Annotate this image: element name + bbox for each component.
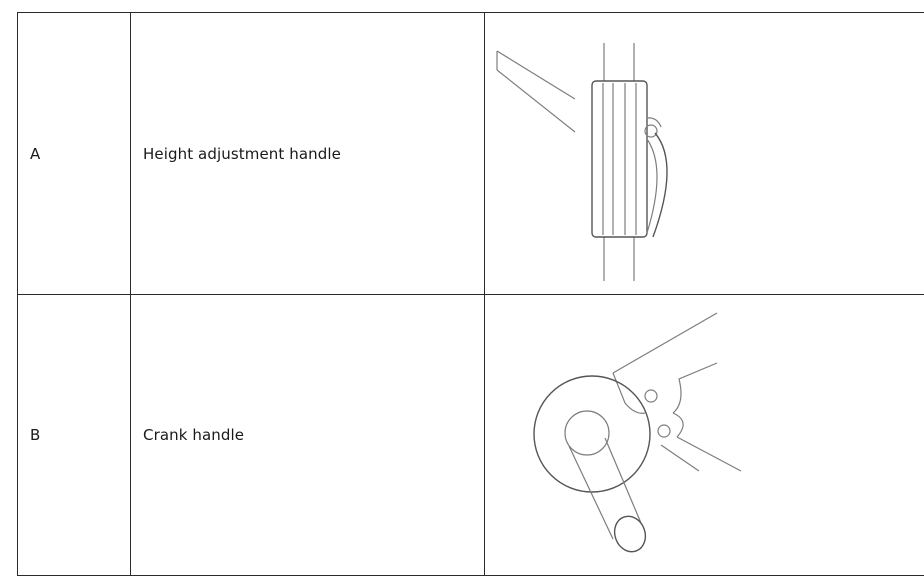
table-row: A Height adjustment handle	[18, 13, 924, 295]
figure-cell	[485, 13, 924, 295]
row-name: Crank handle	[131, 426, 484, 444]
row-name: Height adjustment handle	[131, 145, 484, 163]
table-row: B Crank handle	[18, 295, 924, 576]
parts-table: A Height adjustment handle	[17, 12, 924, 576]
key-cell: A	[18, 13, 131, 295]
name-cell: Crank handle	[131, 295, 485, 576]
key-cell: B	[18, 295, 131, 576]
crank-handle-icon	[485, 295, 924, 575]
row-key: A	[18, 145, 130, 163]
height-adjustment-handle-icon	[485, 13, 924, 294]
row-key: B	[18, 426, 130, 444]
figure-cell	[485, 295, 924, 576]
name-cell: Height adjustment handle	[131, 13, 485, 295]
